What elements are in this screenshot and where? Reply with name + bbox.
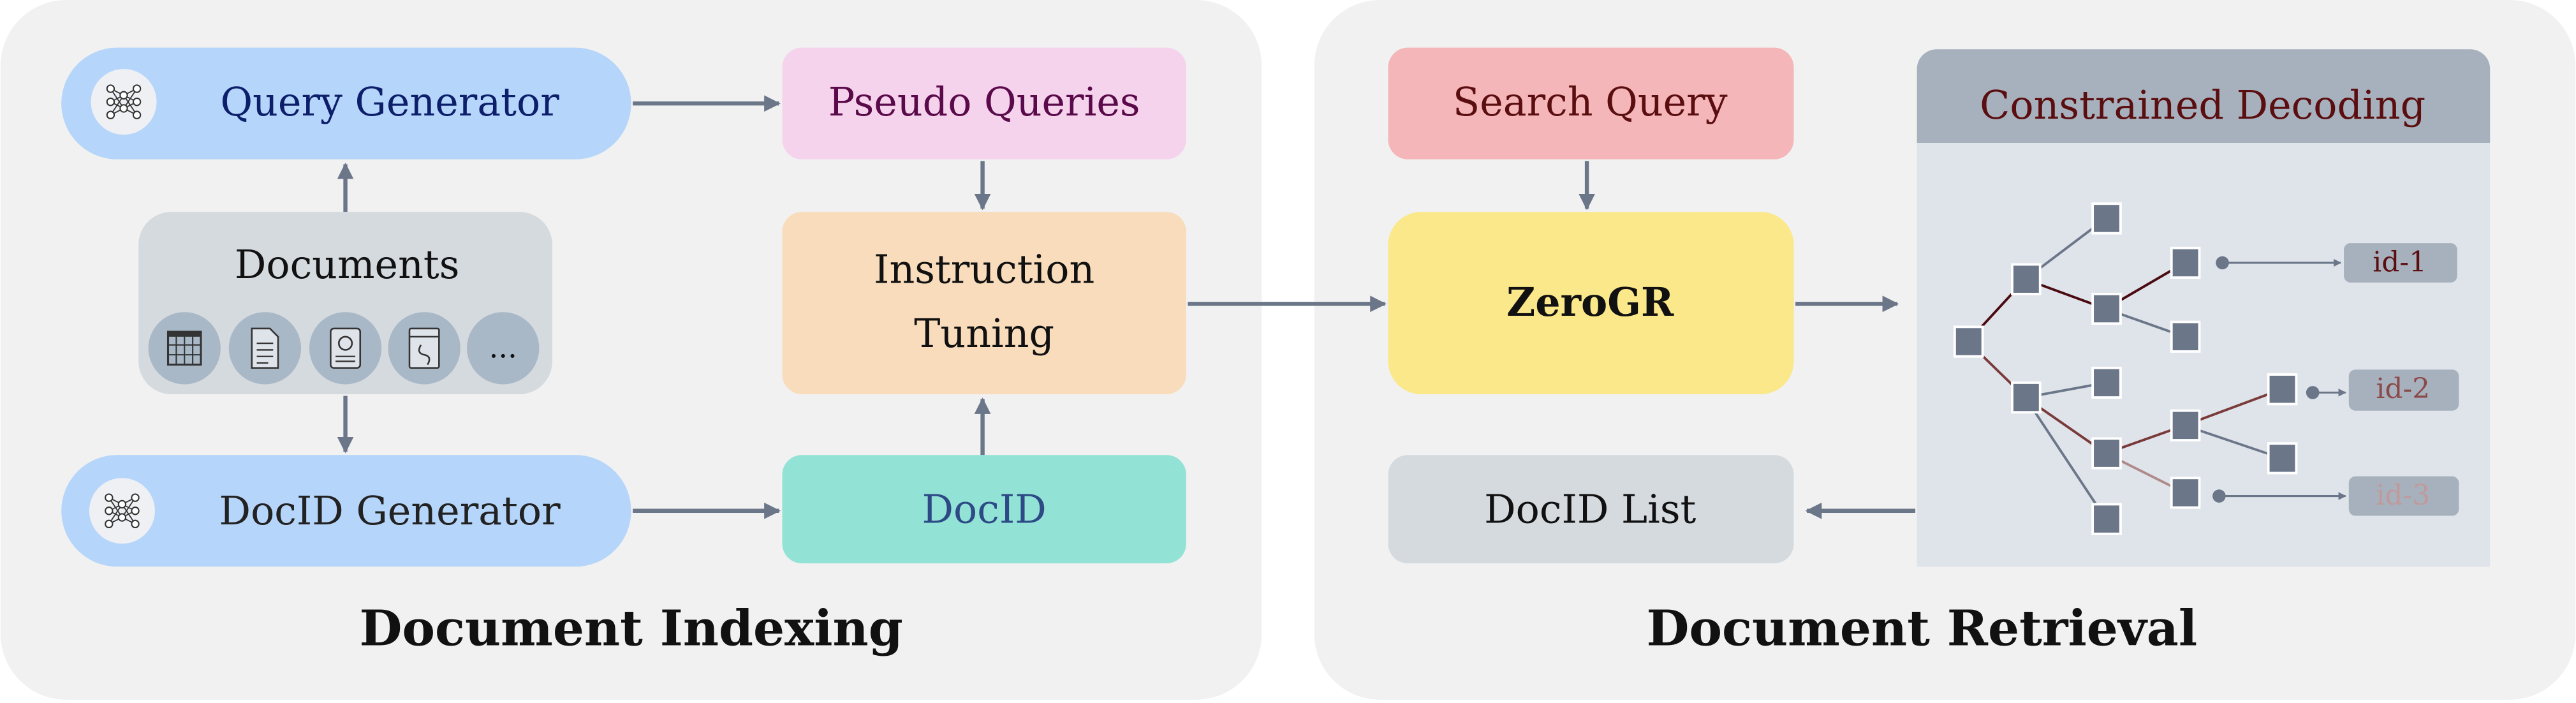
id-3-badge: id-3 <box>2348 476 2459 516</box>
instruction-tuning-label-line1: Instruction <box>874 247 1094 293</box>
tree-node <box>2170 477 2201 509</box>
svg-text:id-3: id-3 <box>2376 479 2430 512</box>
instruction-tuning-node: Instruction Tuning <box>782 212 1186 394</box>
tree-node <box>2011 381 2042 414</box>
tree-node <box>1953 325 1984 358</box>
search-query-label: Search Query <box>1453 79 1728 125</box>
zerogr-label: ZeroGR <box>1506 279 1674 325</box>
tree-node <box>2091 437 2122 470</box>
tree-node <box>2091 292 2122 325</box>
svg-text:...: ... <box>489 330 517 364</box>
tree-node <box>2091 202 2122 235</box>
id-2-badge: id-2 <box>2348 369 2459 411</box>
instruction-tuning-label-line2: Tuning <box>914 311 1054 357</box>
query-generator-node: Query Generator <box>61 47 631 159</box>
svg-text:id-1: id-1 <box>2373 246 2427 279</box>
zerogr-node: ZeroGR <box>1388 212 1794 394</box>
decoding-tree-nodes <box>1953 202 2298 535</box>
tree-node <box>2170 246 2201 279</box>
certificate-icon <box>309 312 382 385</box>
constrained-decoding-title: Constrained Decoding <box>1980 82 2425 128</box>
docid-node: DocID <box>782 455 1186 564</box>
document-retrieval-title: Document Retrieval <box>1647 599 2198 657</box>
search-query-node: Search Query <box>1388 47 1794 159</box>
query-generator-label: Query Generator <box>220 79 559 125</box>
docid-list-label: DocID List <box>1484 486 1696 532</box>
neural-network-icon <box>91 69 157 135</box>
docid-label: DocID <box>922 486 1047 532</box>
tree-node <box>2091 366 2122 399</box>
id-1-badge: id-1 <box>2344 243 2457 283</box>
tree-node <box>2091 503 2122 535</box>
constrained-decoding-panel: Constrained Decoding <box>1917 49 2491 567</box>
tree-node <box>2267 442 2298 475</box>
table-icon <box>148 312 221 385</box>
docid-generator-label: DocID Generator <box>219 488 561 534</box>
neural-network-icon <box>89 478 155 544</box>
tree-node <box>2267 373 2298 406</box>
documents-label: Documents <box>235 242 460 288</box>
document-indexing-title: Document Indexing <box>359 599 902 657</box>
svg-text:id-2: id-2 <box>2376 373 2430 405</box>
documents-node: Documents ... <box>138 212 553 394</box>
tree-node <box>2170 409 2201 441</box>
more-documents-icon: ... <box>467 312 540 385</box>
flow-arrows <box>337 95 1916 519</box>
pseudo-queries-node: Pseudo Queries <box>782 47 1186 159</box>
tree-node <box>2011 263 2042 295</box>
docid-generator-node: DocID Generator <box>61 455 631 567</box>
pseudo-queries-label: Pseudo Queries <box>828 79 1140 125</box>
docid-list-node: DocID List <box>1388 455 1794 564</box>
code-file-icon <box>388 312 460 385</box>
tree-node <box>2170 320 2201 353</box>
text-document-icon <box>228 312 302 385</box>
